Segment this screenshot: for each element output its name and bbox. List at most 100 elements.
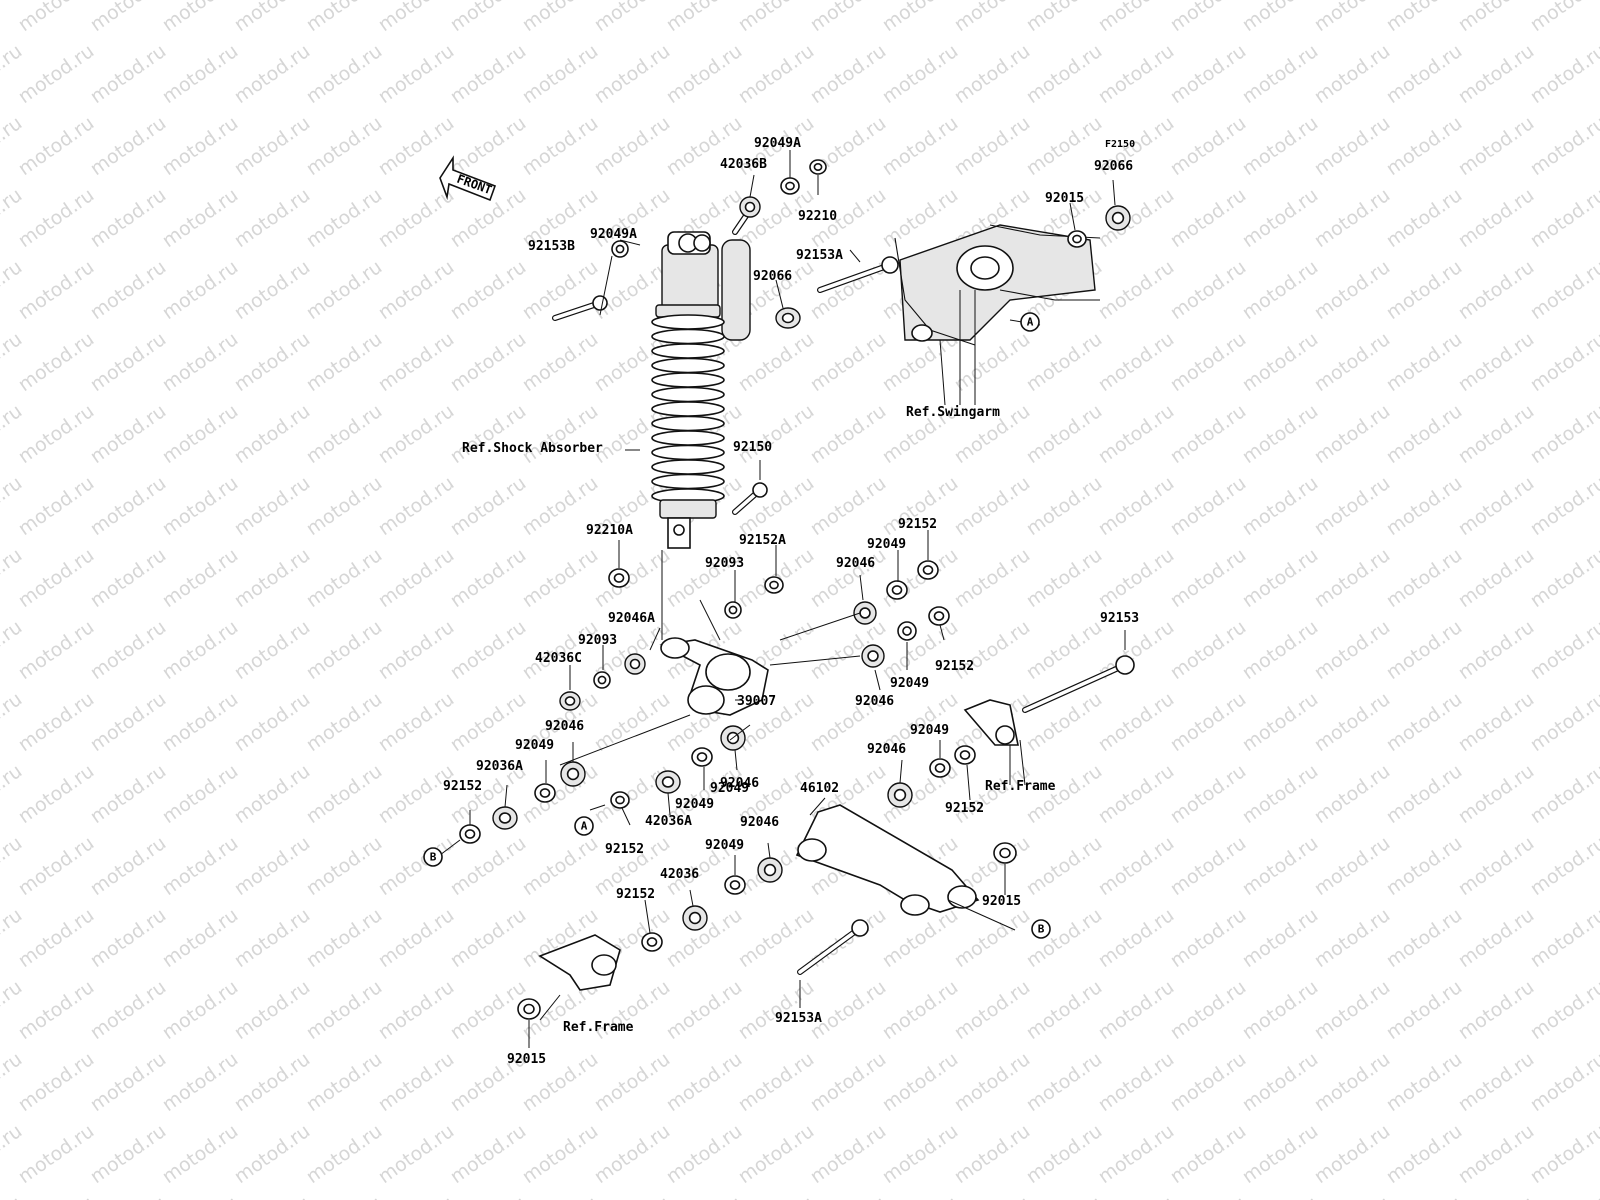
leader-line — [939, 624, 945, 641]
frame-bracket-right — [963, 699, 1026, 786]
part-number-label: 92049 — [890, 676, 929, 691]
part-number-label: 92015 — [507, 1052, 546, 1067]
part-number-label: 92046 — [867, 742, 906, 757]
part-number-label: 92152 — [945, 801, 984, 816]
part-number-label: 92046 — [720, 776, 759, 791]
part-number-label: 92153B — [528, 239, 575, 254]
part-bore — [661, 776, 675, 788]
leader-line — [939, 339, 946, 406]
part-number-label: 92049A — [590, 227, 637, 242]
leader-line — [644, 899, 651, 934]
marker-a-label: A — [1027, 316, 1034, 329]
part-number-label: 92049 — [910, 723, 949, 738]
part-bore — [615, 795, 625, 805]
bolt-head — [881, 256, 899, 274]
part-bore — [464, 829, 476, 839]
spring-coil — [651, 343, 725, 359]
ref-label-swingarm: Ref.Swingarm — [906, 405, 1000, 420]
bolt-head — [592, 295, 608, 311]
part-number-label: 92152 — [443, 779, 482, 794]
spring-coil — [651, 386, 725, 403]
spring-coil — [651, 473, 725, 490]
part-number-label: 92153A — [796, 248, 843, 263]
frame-bracket-bottom — [538, 934, 621, 1021]
leader-line — [734, 749, 738, 771]
part-number-label: 92046A — [608, 611, 655, 626]
part-bore — [781, 312, 795, 324]
leader-line — [439, 839, 461, 856]
marker-a-circle — [574, 816, 594, 836]
part-bore — [902, 626, 912, 636]
part-number-label: 92049A — [754, 136, 801, 151]
leader-line — [729, 724, 751, 741]
part-bore — [744, 201, 756, 213]
part-number-label: 92046 — [545, 719, 584, 734]
part-number-label: 92015 — [1045, 191, 1084, 206]
leader-line — [775, 279, 784, 309]
part-bore — [646, 937, 658, 947]
marker-a-label: A — [581, 820, 588, 833]
part-number-label: 42036A — [645, 814, 692, 829]
front-arrow-icon: FRONT — [439, 155, 497, 202]
marker-a-circle — [1020, 312, 1040, 332]
part-bore — [523, 1003, 535, 1015]
part-bore — [785, 181, 795, 191]
part-number-label: 92015 — [982, 894, 1021, 909]
part-number-label: 92046 — [740, 815, 779, 830]
leader-line — [667, 792, 671, 816]
leader-line — [699, 599, 721, 641]
spring-coil — [651, 430, 725, 446]
bolt-shank-fill — [1023, 663, 1127, 712]
part-bore — [688, 911, 702, 925]
spring-coil — [651, 415, 725, 432]
part-number-label: 92049 — [675, 797, 714, 812]
leader-line — [779, 612, 861, 641]
bolt-shank-fill — [818, 263, 892, 292]
part-bore — [615, 244, 625, 254]
part-bore — [1072, 234, 1082, 244]
part-bore — [564, 696, 576, 706]
part-number-label: 92152 — [616, 887, 655, 902]
part-bore — [813, 163, 823, 171]
part-number-label: 92153A — [775, 1011, 822, 1026]
part-bore — [629, 658, 641, 670]
leader-line — [649, 627, 661, 651]
part-number-label: 92152 — [935, 659, 974, 674]
leader-line — [1069, 202, 1076, 231]
leader-line — [689, 889, 694, 907]
spring-coil — [651, 314, 725, 330]
part-number-label: 92036A — [476, 759, 523, 774]
part-number-label: 92210 — [798, 209, 837, 224]
part-bore — [933, 611, 945, 621]
part-bore — [922, 565, 934, 575]
bolt-shank-fill — [798, 926, 862, 974]
ref-label-frame-right: Ref.Frame — [985, 779, 1056, 794]
part-bore — [763, 863, 777, 877]
leader-line — [1112, 179, 1116, 206]
marker-b-label: B — [1038, 923, 1045, 936]
part-number-label: 42036 — [660, 867, 699, 882]
part-number-label: 92152A — [739, 533, 786, 548]
part-bore — [498, 812, 512, 824]
part-bore — [891, 585, 903, 595]
part-number-label: 92210A — [586, 523, 633, 538]
leader-line — [619, 239, 641, 246]
leader-line — [749, 174, 755, 198]
bolt-head — [851, 919, 869, 937]
marker-b-circle — [1031, 919, 1051, 939]
spring-coil — [651, 357, 725, 374]
part-number-label: 92066 — [1094, 159, 1133, 174]
bolt-head — [752, 482, 768, 498]
leader-line — [859, 574, 864, 601]
bolt-head — [1115, 655, 1135, 675]
leader-line — [769, 655, 861, 666]
leader-line — [899, 759, 903, 784]
part-bore — [597, 675, 607, 685]
shock-absorber — [651, 231, 751, 549]
leader-line — [559, 714, 691, 766]
spring-coil — [651, 459, 725, 475]
part-bore — [728, 605, 738, 615]
diagram-code: F2150 — [1105, 139, 1135, 150]
